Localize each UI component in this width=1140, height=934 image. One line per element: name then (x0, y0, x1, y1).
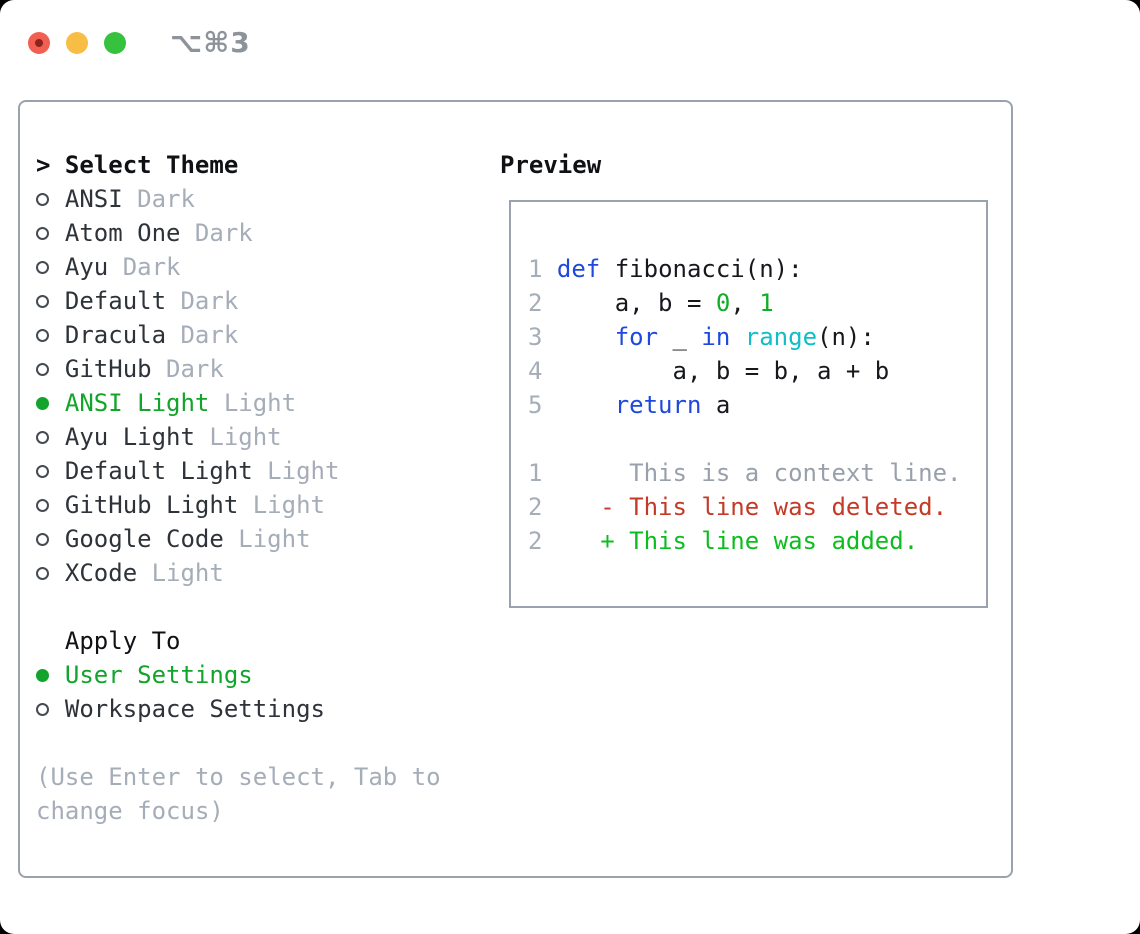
code-line: 4 a, b = b, a + b (528, 357, 890, 385)
theme-name: XCode (64, 559, 138, 587)
code-line: 2 + This line was added. (528, 527, 919, 555)
theme-variant-tag: Light (267, 457, 340, 485)
radio-icon (36, 498, 49, 512)
unsaved-indicator-icon (35, 38, 43, 47)
theme-variant-tag: Dark (137, 185, 195, 213)
theme-name: Atom One (64, 219, 181, 247)
radio-icon (36, 532, 49, 546)
radio-cell (36, 702, 65, 716)
radio-cell (36, 260, 65, 274)
preview-column: Preview 1 def fibonacci(n): 2 a, b = 0, 1… (500, 148, 1003, 876)
radio-cell (36, 226, 65, 240)
select-theme-header: > Select Theme (36, 148, 500, 182)
code-line (528, 422, 986, 456)
maximize-button[interactable] (104, 31, 126, 54)
code-line: 1 This is a context line. (528, 459, 962, 487)
theme-variant-tag: Light (238, 525, 311, 553)
theme-option-dracula[interactable]: Dracula Dark (36, 318, 500, 352)
apply-to-header: Apply To (36, 624, 500, 658)
theme-name: Google Code (64, 525, 224, 553)
apply-to-title: Apply To (64, 627, 181, 655)
code-line: 1 def fibonacci(n): (528, 255, 803, 283)
theme-name: ANSI Light (64, 389, 210, 417)
radio-selected-icon (36, 396, 49, 410)
spacer (36, 590, 500, 624)
radio-icon (36, 464, 49, 478)
code-preview: 1 def fibonacci(n): 2 a, b = 0, 1 3 for _ … (528, 252, 986, 558)
radio-cell (36, 668, 65, 682)
code-line: 3 for _ in range(n): (528, 323, 875, 351)
close-button[interactable] (28, 31, 50, 54)
window-shortcut-label: ⌥⌘3 (170, 26, 251, 59)
selection-caret: > (36, 151, 51, 179)
theme-variant-tag: Light (223, 389, 297, 417)
theme-option-xcode[interactable]: XCode Light (36, 556, 500, 590)
theme-name: Ayu (64, 253, 109, 281)
radio-icon (36, 260, 49, 274)
radio-icon (36, 192, 49, 206)
radio-cell (36, 294, 65, 308)
theme-variant-tag: Dark (180, 321, 239, 349)
radio-icon (36, 566, 49, 580)
theme-option-default[interactable]: Default Dark (36, 284, 500, 318)
theme-option-default-light[interactable]: Default Light Light (36, 454, 500, 488)
theme-option-atom-one[interactable]: Atom One Dark (36, 216, 500, 250)
radio-cell (36, 498, 65, 512)
radio-cell (36, 464, 65, 478)
radio-selected-icon (36, 668, 49, 682)
radio-cell (36, 192, 65, 206)
code-line: 2 - This line was deleted. (528, 493, 948, 521)
code-line: 2 a, b = 0, 1 (528, 289, 774, 317)
theme-variant-tag: Light (252, 491, 325, 519)
preview-title: Preview (500, 148, 1003, 182)
apply-option-workspace-settings[interactable]: Workspace Settings (36, 692, 500, 726)
radio-cell (36, 362, 65, 376)
apply-name: Workspace Settings (64, 695, 325, 723)
radio-cell (36, 328, 65, 342)
radio-icon (36, 328, 49, 342)
code-line: 5 return a (528, 391, 731, 419)
preview-title-label: Preview (500, 151, 602, 179)
theme-option-ansi[interactable]: ANSI Dark (36, 182, 500, 216)
theme-name: GitHub Light (64, 491, 239, 519)
apply-name: User Settings (64, 661, 253, 689)
radio-icon (36, 702, 49, 716)
theme-option-ayu-light[interactable]: Ayu Light Light (36, 420, 500, 454)
theme-option-ayu[interactable]: Ayu Dark (36, 250, 500, 284)
radio-icon (36, 362, 49, 376)
theme-variant-tag: Dark (180, 287, 239, 315)
radio-cell (36, 532, 65, 546)
theme-option-google-code[interactable]: Google Code Light (36, 522, 500, 556)
theme-option-github-light[interactable]: GitHub Light Light (36, 488, 500, 522)
theme-variant-tag: Dark (122, 253, 181, 281)
radio-cell (36, 566, 65, 580)
help-text: (Use Enter to select, Tab to change focu… (36, 763, 441, 825)
theme-name: Ayu Light (64, 423, 195, 451)
apply-option-user-settings[interactable]: User Settings (36, 658, 500, 692)
theme-option-ansi-light[interactable]: ANSI Light Light (36, 386, 500, 420)
radio-cell (36, 430, 65, 444)
radio-icon (36, 294, 49, 308)
theme-name: ANSI (64, 185, 123, 213)
radio-icon (36, 226, 49, 240)
theme-variant-tag: Light (209, 423, 282, 451)
radio-icon (36, 430, 49, 444)
minimize-button[interactable] (66, 31, 88, 54)
theme-name: Default (64, 287, 167, 315)
theme-name: Dracula (64, 321, 167, 349)
theme-option-github[interactable]: GitHub Dark (36, 352, 500, 386)
radio-cell (36, 396, 65, 410)
titlebar: ⌥⌘3 (28, 26, 251, 59)
theme-variant-tag: Dark (194, 219, 253, 247)
theme-name: Default Light (64, 457, 253, 485)
preview-box: 1 def fibonacci(n): 2 a, b = 0, 1 3 for _ … (509, 200, 988, 608)
theme-name: GitHub (64, 355, 152, 383)
theme-variant-tag: Dark (166, 355, 224, 383)
select-theme-title: Select Theme (64, 151, 239, 179)
theme-variant-tag: Light (151, 559, 224, 587)
